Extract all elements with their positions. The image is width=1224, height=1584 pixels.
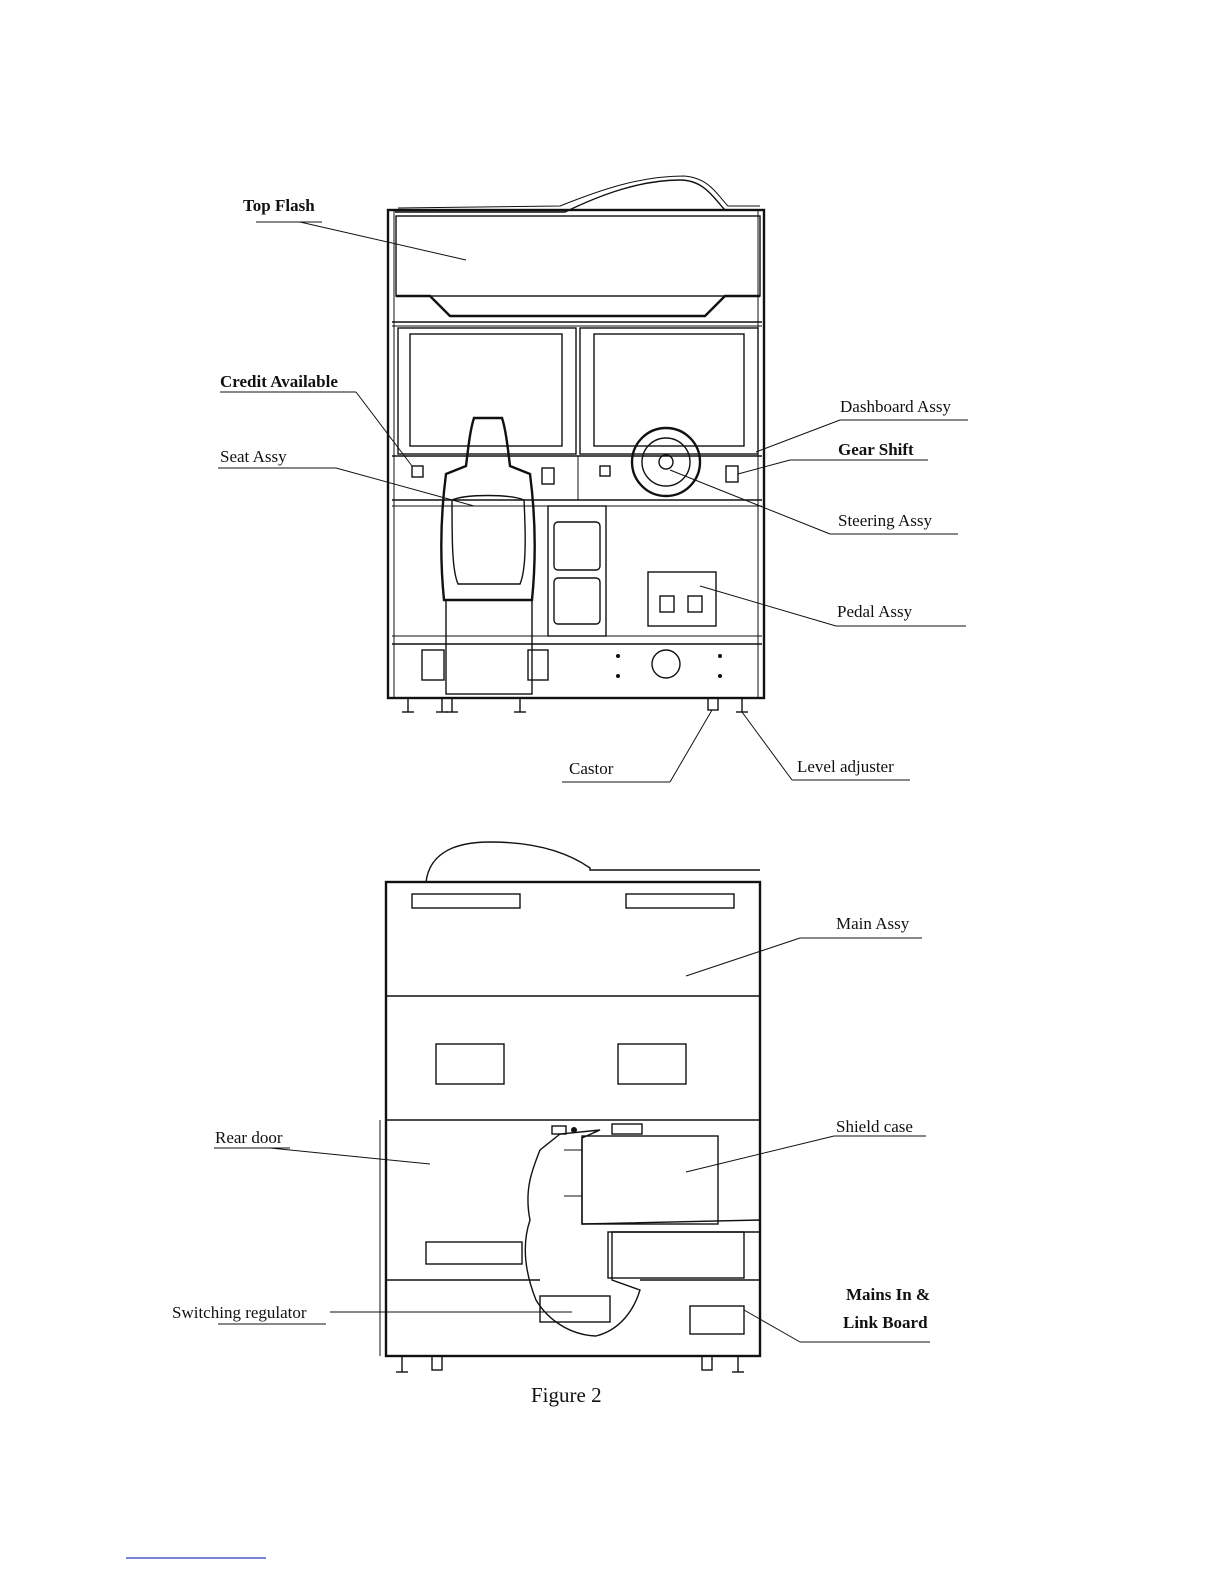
left-monitor [410, 334, 562, 446]
label-mains-in: Mains In & [846, 1285, 930, 1305]
label-dashboard-assy: Dashboard Assy [840, 397, 951, 417]
rear-cutaway [525, 1130, 760, 1336]
left-gear-shift [542, 468, 554, 484]
castor-wheel [708, 698, 718, 710]
brake-pedal [660, 596, 674, 612]
label-link-board: Link Board [843, 1313, 928, 1333]
label-castor: Castor [569, 759, 613, 779]
label-top-flash: Top Flash [243, 196, 315, 216]
label-rear-door: Rear door [215, 1128, 283, 1148]
mains-in-box [690, 1306, 744, 1334]
rear-view-drawing [214, 842, 930, 1372]
pedal-box [648, 572, 716, 626]
rear-top-curve [426, 842, 760, 882]
label-steering-assy: Steering Assy [838, 511, 932, 531]
label-switching-regulator: Switching regulator [172, 1303, 307, 1323]
label-level-adjuster: Level adjuster [797, 757, 894, 777]
label-pedal-assy: Pedal Assy [837, 602, 912, 622]
left-credit-lamp [412, 466, 423, 477]
accel-pedal [688, 596, 702, 612]
label-main-assy: Main Assy [836, 914, 909, 934]
label-seat-assy: Seat Assy [220, 447, 287, 467]
figure-caption: Figure 2 [531, 1383, 602, 1408]
label-gear-shift: Gear Shift [838, 440, 914, 460]
shield-case-drawing [582, 1136, 718, 1224]
right-gear-shift [726, 466, 738, 482]
label-shield-case: Shield case [836, 1117, 913, 1137]
label-credit-available: Credit Available [220, 372, 338, 392]
rear-cabinet-outline [386, 882, 760, 1356]
front-view-drawing [218, 176, 968, 782]
